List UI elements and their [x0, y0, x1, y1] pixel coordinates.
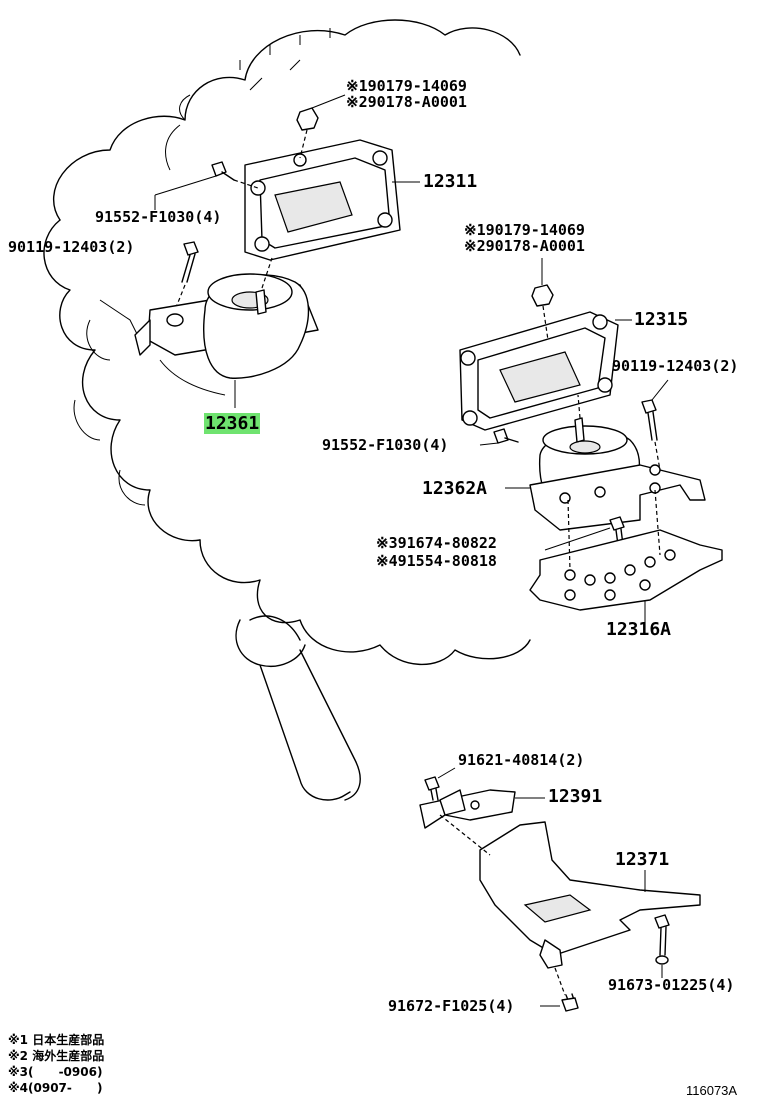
label-91552-left: 91552-F1030(4) [95, 208, 222, 226]
footnote-4: ※4(0907- ) [8, 1081, 103, 1095]
label-90119-right: 90119-12403(2) [612, 357, 739, 375]
bolt-91674 [544, 516, 625, 551]
footnote-3: ※3( -0906) [8, 1065, 103, 1079]
label-12315: 12315 [634, 309, 689, 330]
label-91674: ※391674-80822 [376, 534, 497, 552]
label-12361: 12361 [204, 413, 261, 434]
label-91672: 91672-F1025(4) [388, 997, 515, 1015]
bolt-91672 [540, 993, 579, 1012]
label-91621: 91621-40814(2) [458, 751, 585, 769]
label-12371: 12371 [615, 849, 670, 870]
mount-12362A [505, 394, 706, 531]
label-91554: ※491554-80818 [376, 552, 497, 570]
drawing-code: 116073A [686, 1083, 738, 1098]
label-12391: 12391 [548, 786, 603, 807]
plate-12316A [529, 489, 723, 622]
bracket-12311 [244, 139, 420, 261]
nut-upper-right [531, 258, 554, 341]
label-12316A: 12316A [606, 619, 672, 640]
bolt-91621 [424, 767, 456, 801]
label-12362A: 12362A [422, 478, 488, 499]
label-90119-left: 90119-12403(2) [8, 238, 135, 256]
footnote-2: ※2 海外生産部品 [8, 1049, 105, 1063]
bracket-12371 [439, 814, 701, 996]
label-nut-right-1: ※190179-14069 [464, 221, 585, 239]
bolt-91552-left [154, 161, 259, 210]
label-nut-upper-2: ※290178-A0001 [346, 93, 467, 111]
footnote-1: ※1 日本生産部品 [8, 1033, 105, 1047]
bolt-91673 [654, 914, 670, 978]
highlight-12361: 12361 [204, 413, 261, 434]
bolt-90119-right [641, 379, 669, 471]
bracket-12391 [419, 789, 545, 829]
label-nut-right-2: ※290178-A0001 [464, 237, 585, 255]
label-12311: 12311 [423, 171, 478, 192]
label-91552-right: 91552-F1030(4) [322, 436, 449, 454]
nut-upper-left [296, 94, 346, 159]
mount-12361 [134, 257, 319, 408]
label-91673: 91673-01225(4) [608, 976, 735, 994]
engine-outline [43, 19, 531, 801]
bolt-90119-left [174, 241, 199, 311]
bolt-91552-right [479, 428, 519, 446]
label-nut-upper-1: ※190179-14069 [346, 77, 467, 95]
